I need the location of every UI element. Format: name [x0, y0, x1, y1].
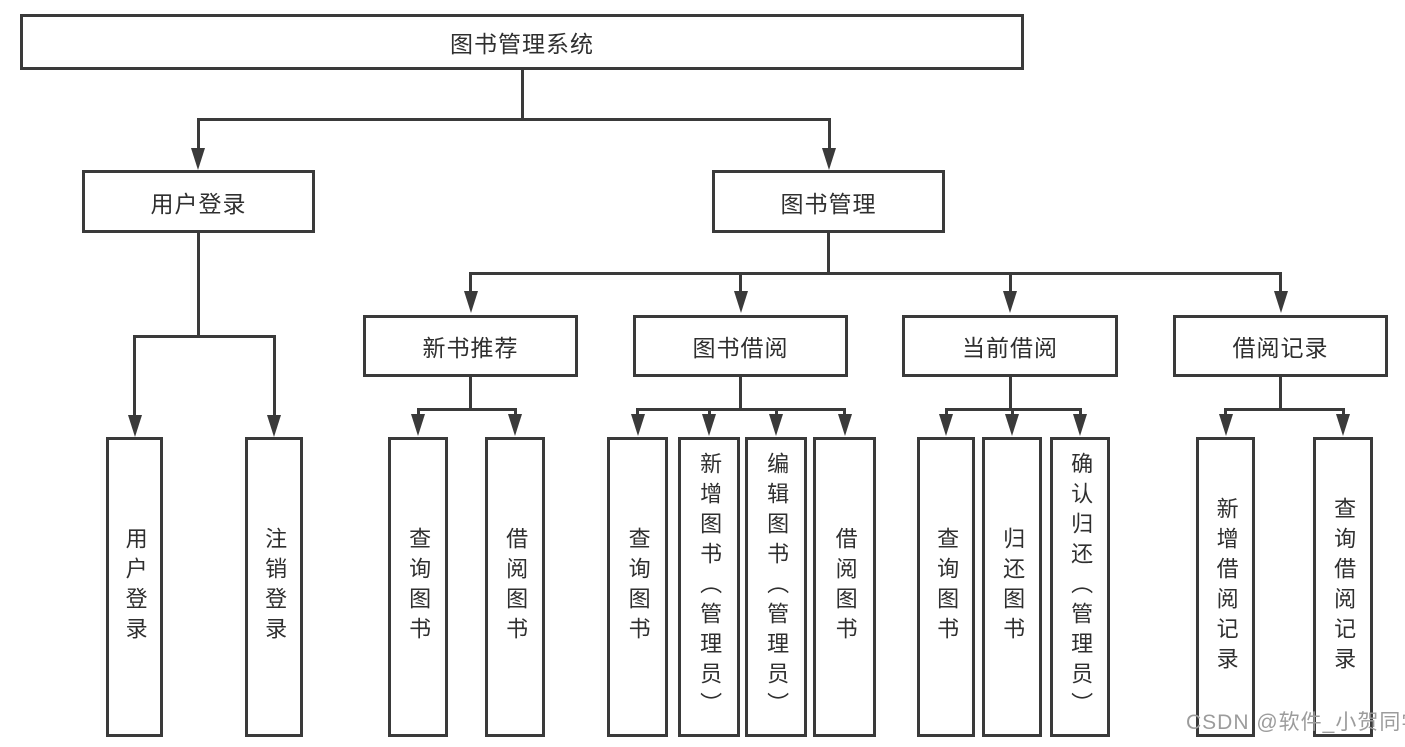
connector-line — [133, 335, 275, 338]
connector-line — [469, 272, 472, 292]
node-leaf-borrow-books-recommend: 借阅图书 — [485, 437, 545, 737]
arrow-head — [702, 414, 716, 436]
connector-line — [1008, 377, 1012, 408]
leaf-label: 借阅图书 — [832, 527, 858, 647]
connector-line — [133, 335, 136, 417]
node-user-login-label: 用户登录 — [150, 190, 247, 217]
arrow-head — [733, 291, 748, 313]
leaf-label: 编辑图书（管理员） — [764, 452, 790, 722]
node-leaf-return-books: 归还图书 — [982, 437, 1042, 737]
node-new-book-recommend-label: 新书推荐 — [422, 335, 519, 361]
csdn-watermark: CSDN @软件_小贺同学 — [1186, 711, 1405, 734]
connector-line — [707, 408, 711, 417]
connector-line — [739, 377, 742, 408]
arrow-head — [630, 414, 645, 436]
node-book-borrowing: 图书借阅 — [633, 315, 848, 377]
leaf-label: 查询借阅记录 — [1331, 497, 1357, 677]
node-leaf-borrow-books: 借阅图书 — [813, 437, 876, 737]
connector-line — [469, 377, 472, 408]
leaf-label: 查询图书 — [406, 527, 432, 647]
connector-line — [520, 70, 524, 118]
node-leaf-query-books-current: 查询图书 — [917, 437, 975, 737]
leaf-label: 归还图书 — [1000, 527, 1026, 647]
connector-line — [513, 408, 517, 417]
connector-line — [1279, 377, 1282, 408]
connector-line — [1279, 272, 1282, 292]
node-borrowing-records-label: 借阅记录 — [1232, 335, 1329, 361]
connector-line — [636, 408, 846, 411]
node-leaf-add-borrow-record: 新增借阅记录 — [1196, 437, 1255, 737]
connector-line — [196, 118, 200, 150]
connector-line — [843, 408, 846, 417]
connector-line — [1078, 408, 1082, 417]
connector-line — [196, 233, 200, 335]
connector-line — [1341, 408, 1345, 417]
node-book-management-label: 图书管理 — [780, 190, 877, 217]
connector-line — [416, 408, 517, 411]
node-book-borrowing-label: 图书借阅 — [692, 335, 789, 361]
connector-line — [739, 272, 742, 292]
connector-line — [1008, 272, 1012, 292]
node-leaf-add-books-admin: 新增图书（管理员） — [678, 437, 740, 737]
arrow-head — [1218, 414, 1233, 436]
connector-line — [469, 272, 1281, 275]
connector-line — [827, 118, 831, 150]
arrow-head — [127, 415, 142, 437]
arrow-head — [1073, 414, 1087, 436]
arrow-head — [769, 414, 783, 436]
node-new-book-recommend: 新书推荐 — [363, 315, 578, 377]
leaf-label: 借阅图书 — [503, 527, 529, 647]
arrow-head — [191, 148, 205, 170]
arrow-head — [837, 414, 852, 436]
connector-line — [1224, 408, 1343, 411]
connector-line — [1010, 408, 1014, 417]
node-leaf-query-books-borrowing: 查询图书 — [607, 437, 668, 737]
node-leaf-edit-books-admin: 编辑图书（管理员） — [745, 437, 807, 737]
arrow-head — [822, 148, 836, 170]
leaf-label: 确认归还（管理员） — [1068, 452, 1094, 722]
node-leaf-user-login: 用户登录 — [106, 437, 163, 737]
leaf-label: 用户登录 — [122, 527, 148, 647]
connector-line — [944, 408, 948, 417]
node-book-management: 图书管理 — [712, 170, 945, 233]
leaf-label: 查询图书 — [934, 527, 960, 647]
arrow-head — [1336, 414, 1350, 436]
connector-line — [827, 233, 830, 272]
node-root-label: 图书管理系统 — [450, 31, 594, 57]
node-borrowing-records: 借阅记录 — [1173, 315, 1388, 377]
leaf-label: 查询图书 — [625, 527, 651, 647]
connector-line — [1224, 408, 1227, 417]
node-current-borrowing-label: 当前借阅 — [962, 335, 1058, 361]
node-leaf-logout: 注销登录 — [245, 437, 303, 737]
node-user-login: 用户登录 — [82, 170, 315, 233]
connector-line — [196, 118, 831, 121]
leaf-label: 注销登录 — [262, 527, 288, 647]
node-leaf-query-borrow-record: 查询借阅记录 — [1313, 437, 1373, 737]
connector-line — [636, 408, 639, 417]
arrow-head — [508, 414, 522, 436]
node-root: 图书管理系统 — [20, 14, 1024, 70]
arrow-head — [463, 291, 478, 313]
arrow-head — [1005, 414, 1019, 436]
arrow-head — [267, 415, 281, 437]
arrow-head — [939, 414, 953, 436]
connector-line — [272, 335, 276, 417]
leaf-label: 新增借阅记录 — [1213, 497, 1239, 677]
node-leaf-confirm-return-admin: 确认归还（管理员） — [1050, 437, 1110, 737]
arrow-head — [411, 414, 425, 436]
arrow-head — [1273, 291, 1288, 313]
connector-line — [416, 408, 420, 417]
node-leaf-query-books-recommend: 查询图书 — [388, 437, 448, 737]
connector-line — [774, 408, 778, 417]
arrow-head — [1003, 291, 1017, 313]
leaf-label: 新增图书（管理员） — [697, 452, 723, 722]
node-current-borrowing: 当前借阅 — [902, 315, 1118, 377]
